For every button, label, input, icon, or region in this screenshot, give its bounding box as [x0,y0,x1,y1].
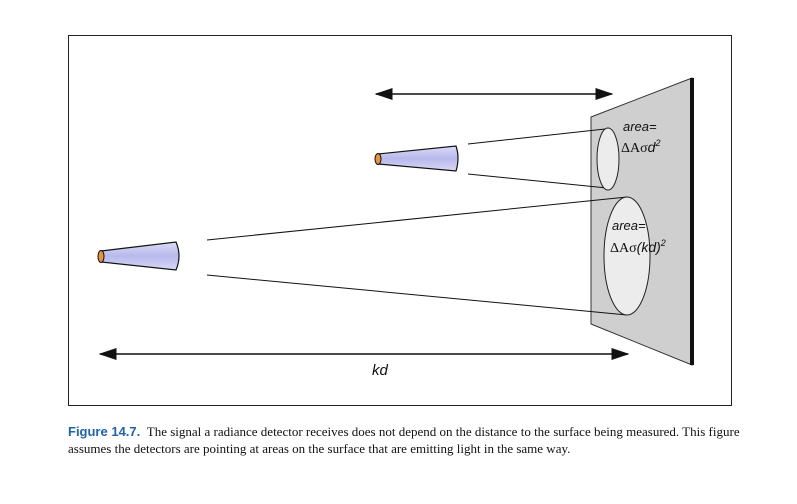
far-area-ellipse [603,196,651,316]
near-area-ellipse [596,127,620,191]
near-area-exp: 2 [654,138,660,148]
near-area-prefix: ΔAσ [621,141,648,156]
far-detector-tip [97,250,105,263]
figure-caption: Figure 14.7. The signal a radiance detec… [68,424,768,457]
near-detector-tip [374,153,382,165]
caption-text: The signal a radiance detector receives … [68,424,740,456]
near-view-line-top [467,128,606,145]
far-view-line-top [206,196,628,241]
figure-border [68,35,732,406]
kd-distance-label: kd [372,362,389,379]
far-detector [97,241,180,271]
far-area-label-line2: ΔAσ(kd)2 [610,238,666,256]
far-area-label-line1: area= [612,218,646,233]
near-view-line-bottom [467,173,608,189]
near-detector [374,145,459,172]
far-view-line-bottom [206,274,628,316]
radiance-diagram: area= ΔAσd2 area= ΔAσ(kd)2 kd [68,35,732,406]
near-area-label-line1: area= [623,119,657,134]
far-area-var: (kd) [637,239,661,255]
far-area-prefix: ΔAσ [610,241,637,256]
near-area-var: d [648,139,657,155]
caption-label: Figure 14.7. [68,424,141,439]
far-area-exp: 2 [660,238,666,248]
near-area-label-line2: ΔAσd2 [621,138,660,156]
